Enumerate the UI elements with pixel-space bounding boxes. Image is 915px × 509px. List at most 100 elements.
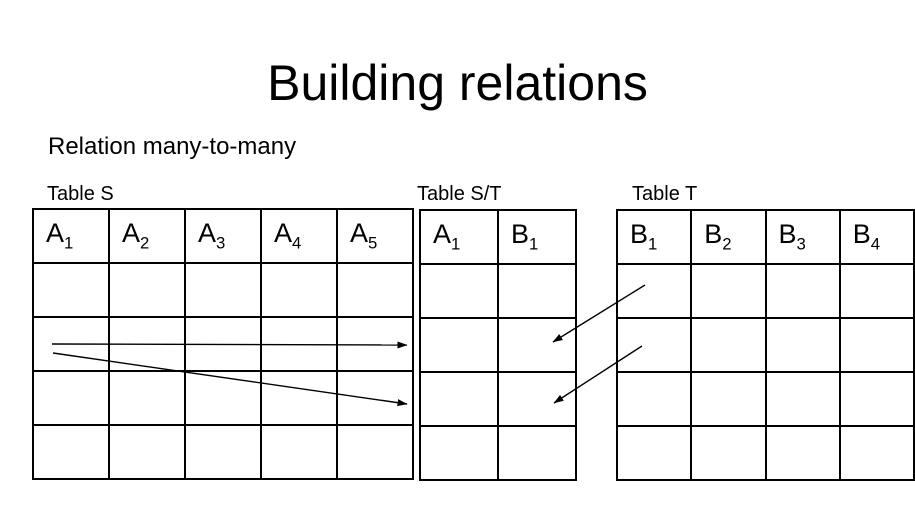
column-label-sub: 3	[216, 233, 226, 253]
empty-cell	[419, 317, 499, 373]
empty-cell	[260, 262, 338, 318]
table-row	[615, 317, 915, 373]
table-row	[615, 263, 915, 319]
column-label-base: A	[274, 218, 293, 249]
empty-cell	[838, 371, 915, 427]
column-label-sub: 3	[796, 234, 806, 254]
column-header-cell: A1	[32, 208, 110, 264]
empty-cell	[764, 425, 841, 481]
empty-cell	[419, 371, 499, 427]
empty-cell	[32, 316, 110, 372]
column-label-base: B	[778, 219, 797, 250]
empty-cell	[497, 263, 577, 319]
empty-cell	[497, 371, 577, 427]
empty-cell	[419, 263, 499, 319]
column-label-base: B	[852, 219, 871, 250]
column-label-base: A	[122, 218, 141, 249]
column-label-base: A	[198, 218, 217, 249]
column-header-cell: B4	[838, 209, 915, 265]
column-label-sub: 1	[529, 234, 539, 254]
column-label-base: B	[630, 219, 649, 250]
table-row	[419, 317, 577, 373]
empty-cell	[690, 425, 767, 481]
column-label-base: B	[704, 219, 723, 250]
empty-cell	[32, 424, 110, 480]
empty-cell	[260, 424, 338, 480]
table-st: A1 B1	[419, 209, 577, 481]
column-label-sub: 2	[722, 234, 732, 254]
empty-cell	[690, 371, 767, 427]
empty-cell	[419, 425, 499, 481]
table-s-label: Table S	[47, 183, 114, 205]
empty-cell	[336, 370, 414, 426]
table-st-label: Table S/T	[417, 183, 502, 205]
empty-cell	[838, 425, 915, 481]
table-s: A1 A2 A3 A4 A5	[32, 208, 414, 480]
empty-cell	[336, 262, 414, 318]
column-label-sub: 1	[648, 234, 658, 254]
column-label-base: A	[46, 218, 65, 249]
empty-cell	[32, 262, 110, 318]
column-header-cell: B3	[764, 209, 841, 265]
empty-cell	[184, 262, 262, 318]
table-row	[32, 262, 414, 318]
table-row	[419, 263, 577, 319]
column-header-cell: B2	[690, 209, 767, 265]
empty-cell	[108, 370, 186, 426]
column-label-base: B	[511, 219, 530, 250]
column-label-base: A	[350, 218, 369, 249]
empty-cell	[497, 317, 577, 373]
empty-cell	[336, 424, 414, 480]
empty-cell	[615, 425, 693, 481]
column-label-base: A	[433, 219, 452, 250]
empty-cell	[615, 371, 693, 427]
column-label-sub: 5	[368, 233, 378, 253]
table-row	[32, 370, 414, 426]
slide-subtitle: Relation many-to-many	[48, 133, 297, 160]
column-header-cell: B1	[497, 209, 577, 265]
table-row	[419, 371, 577, 427]
empty-cell	[32, 370, 110, 426]
column-label-sub: 4	[292, 233, 302, 253]
column-label-sub: 1	[451, 234, 461, 254]
column-label-sub: 1	[64, 233, 74, 253]
empty-cell	[764, 263, 841, 319]
empty-cell	[184, 316, 262, 372]
empty-cell	[615, 263, 693, 319]
empty-cell	[260, 316, 338, 372]
column-header-cell: A4	[260, 208, 338, 264]
table-t: B1 B2 B3 B4	[615, 209, 915, 481]
empty-cell	[260, 370, 338, 426]
table-t-label: Table T	[632, 183, 698, 205]
empty-cell	[764, 317, 841, 373]
slide-title: Building relations	[267, 54, 648, 111]
empty-cell	[838, 263, 915, 319]
empty-cell	[108, 424, 186, 480]
table-row	[32, 316, 414, 372]
column-header-cell: B1	[615, 209, 693, 265]
empty-cell	[184, 370, 262, 426]
empty-cell	[184, 424, 262, 480]
table-st-header-row: A1 B1	[419, 209, 577, 265]
empty-cell	[108, 262, 186, 318]
table-t-header-row: B1 B2 B3 B4	[615, 209, 915, 265]
empty-cell	[838, 317, 915, 373]
empty-cell	[108, 316, 186, 372]
empty-cell	[497, 425, 577, 481]
empty-cell	[764, 371, 841, 427]
table-row	[615, 425, 915, 481]
column-header-cell: A5	[336, 208, 414, 264]
column-header-cell: A2	[108, 208, 186, 264]
table-row	[615, 371, 915, 427]
empty-cell	[690, 263, 767, 319]
empty-cell	[615, 317, 693, 373]
column-label-sub: 2	[140, 233, 150, 253]
column-header-cell: A3	[184, 208, 262, 264]
empty-cell	[690, 317, 767, 373]
column-header-cell: A1	[419, 209, 499, 265]
table-row	[419, 425, 577, 481]
table-s-header-row: A1 A2 A3 A4 A5	[32, 208, 414, 264]
column-label-sub: 4	[870, 234, 881, 254]
empty-cell	[336, 316, 414, 372]
